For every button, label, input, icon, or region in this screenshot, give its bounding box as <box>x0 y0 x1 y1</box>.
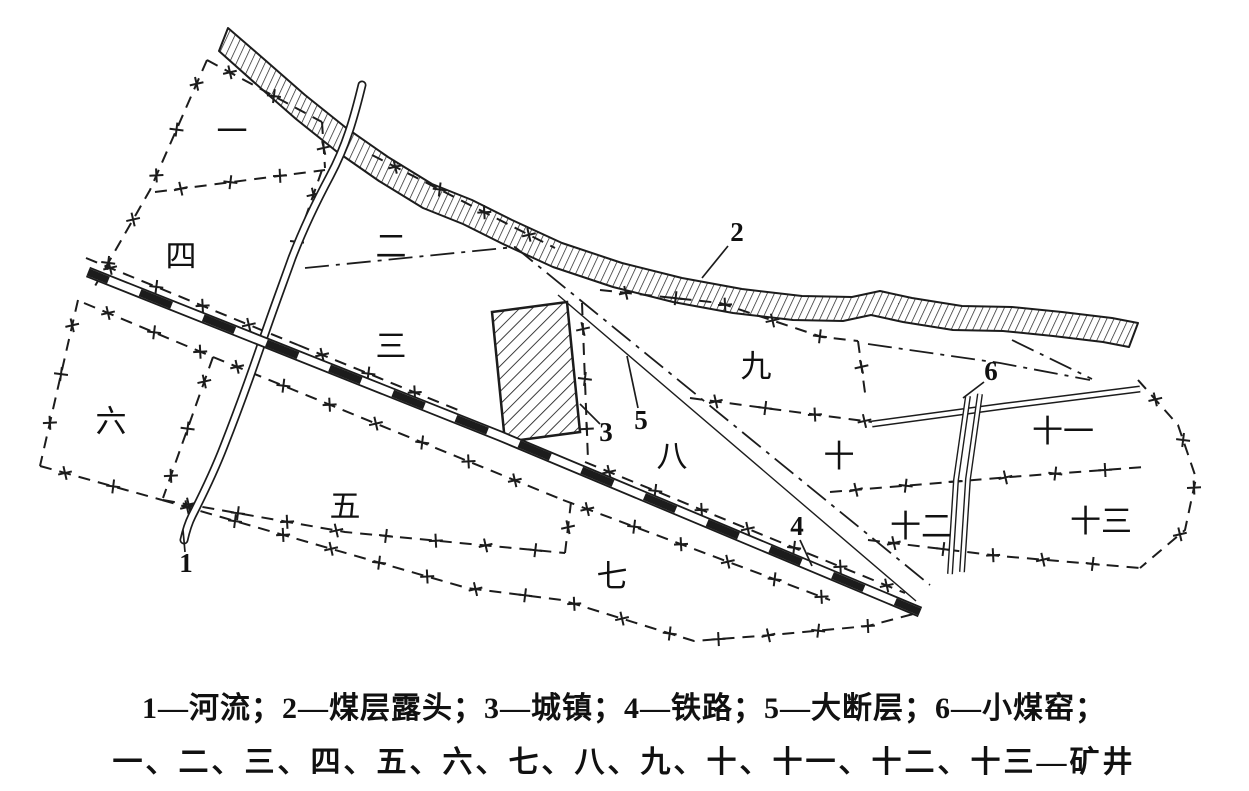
river-water <box>181 82 365 543</box>
fault-lines <box>304 246 1093 602</box>
boundary-mine11-mine13 <box>829 466 1146 493</box>
outcrop-hatched-band <box>218 27 1139 348</box>
boundary-outer-east <box>1137 379 1198 569</box>
label-mine-2: 二 <box>376 229 407 264</box>
caption-line-2: 一、二、三、四、五、六、七、八、九、十、十一、十二、十三—矿井 <box>113 745 1136 779</box>
num-fault: 5 <box>634 405 648 435</box>
boundary-outer-bottom <box>161 499 918 643</box>
boundary-mine5-south <box>162 499 566 554</box>
boundary-mine1-north <box>206 59 323 123</box>
label-mine-9: 九 <box>741 349 772 384</box>
num-outcrop: 2 <box>730 217 744 247</box>
pointer-river <box>182 529 186 553</box>
label-mine-11: 十一 <box>1032 414 1094 449</box>
boundary-mine9-north <box>599 289 859 342</box>
pointer-town <box>579 403 601 425</box>
label-mine-6: 六 <box>96 404 127 439</box>
feature-labels: 1 2 3 4 5 6 <box>179 217 998 578</box>
pointer-lines <box>182 245 985 567</box>
boundary-outer-west <box>94 59 208 287</box>
num-town: 3 <box>599 417 613 447</box>
label-mine-12: 十二 <box>890 509 952 544</box>
boundary-mine6-south <box>39 465 163 501</box>
boundary-mine9-mine10 <box>689 397 873 423</box>
label-mine-1: 一 <box>217 114 248 149</box>
label-mine-7: 七 <box>597 559 628 594</box>
label-mine-5: 五 <box>330 489 361 524</box>
label-mine-8: 八 <box>657 439 688 474</box>
major-fault-line <box>304 246 931 586</box>
boundary-cross-ticks <box>42 65 1202 647</box>
boundary-below-rail-mid <box>212 356 564 501</box>
boundary-below-rail-west <box>83 302 214 358</box>
boundary-mine2-north <box>371 154 556 249</box>
num-kiln: 6 <box>984 356 998 386</box>
num-railway: 4 <box>790 511 804 541</box>
kiln-area-line-2 <box>1011 339 1093 380</box>
pointer-kiln <box>962 381 985 399</box>
railway <box>85 266 923 618</box>
coal-outcrop-band <box>218 27 1139 348</box>
caption-line-1: 1—河流；2—煤层露头；3—城镇；4—铁路；5—大断层；6—小煤窑； <box>142 692 1106 725</box>
railway-track-blocks <box>86 268 922 616</box>
label-mine-4: 四 <box>166 239 197 274</box>
pointer-fault <box>626 355 639 409</box>
label-mine-13: 十三 <box>1070 504 1132 539</box>
label-mine-10: 十 <box>824 439 855 474</box>
boundary-outer-west-lower <box>39 299 79 467</box>
fault-companion-line <box>557 294 917 602</box>
label-mine-3: 三 <box>376 329 407 364</box>
pointer-railway <box>799 539 813 567</box>
pointer-outcrop <box>701 245 729 279</box>
region-labels: 一 二 三 四 五 六 七 八 九 十 十一 十二 十三 <box>96 114 1133 594</box>
kiln-roads <box>871 385 1141 575</box>
caption: 1—河流；2—煤层露头；3—城镇；4—铁路；5—大断层；6—小煤窑； 一、二、三… <box>113 692 1136 779</box>
river <box>179 80 367 545</box>
boundary-below-rail-east <box>562 499 831 601</box>
town-block <box>490 300 582 444</box>
mine-field-boundaries <box>39 59 1198 643</box>
town-hatched-rect <box>490 300 582 444</box>
kiln-area-line-1 <box>867 343 1091 381</box>
boundary-above-rail-east <box>584 461 906 594</box>
num-river: 1 <box>179 548 193 578</box>
boundary-above-rail-mid <box>297 344 459 411</box>
